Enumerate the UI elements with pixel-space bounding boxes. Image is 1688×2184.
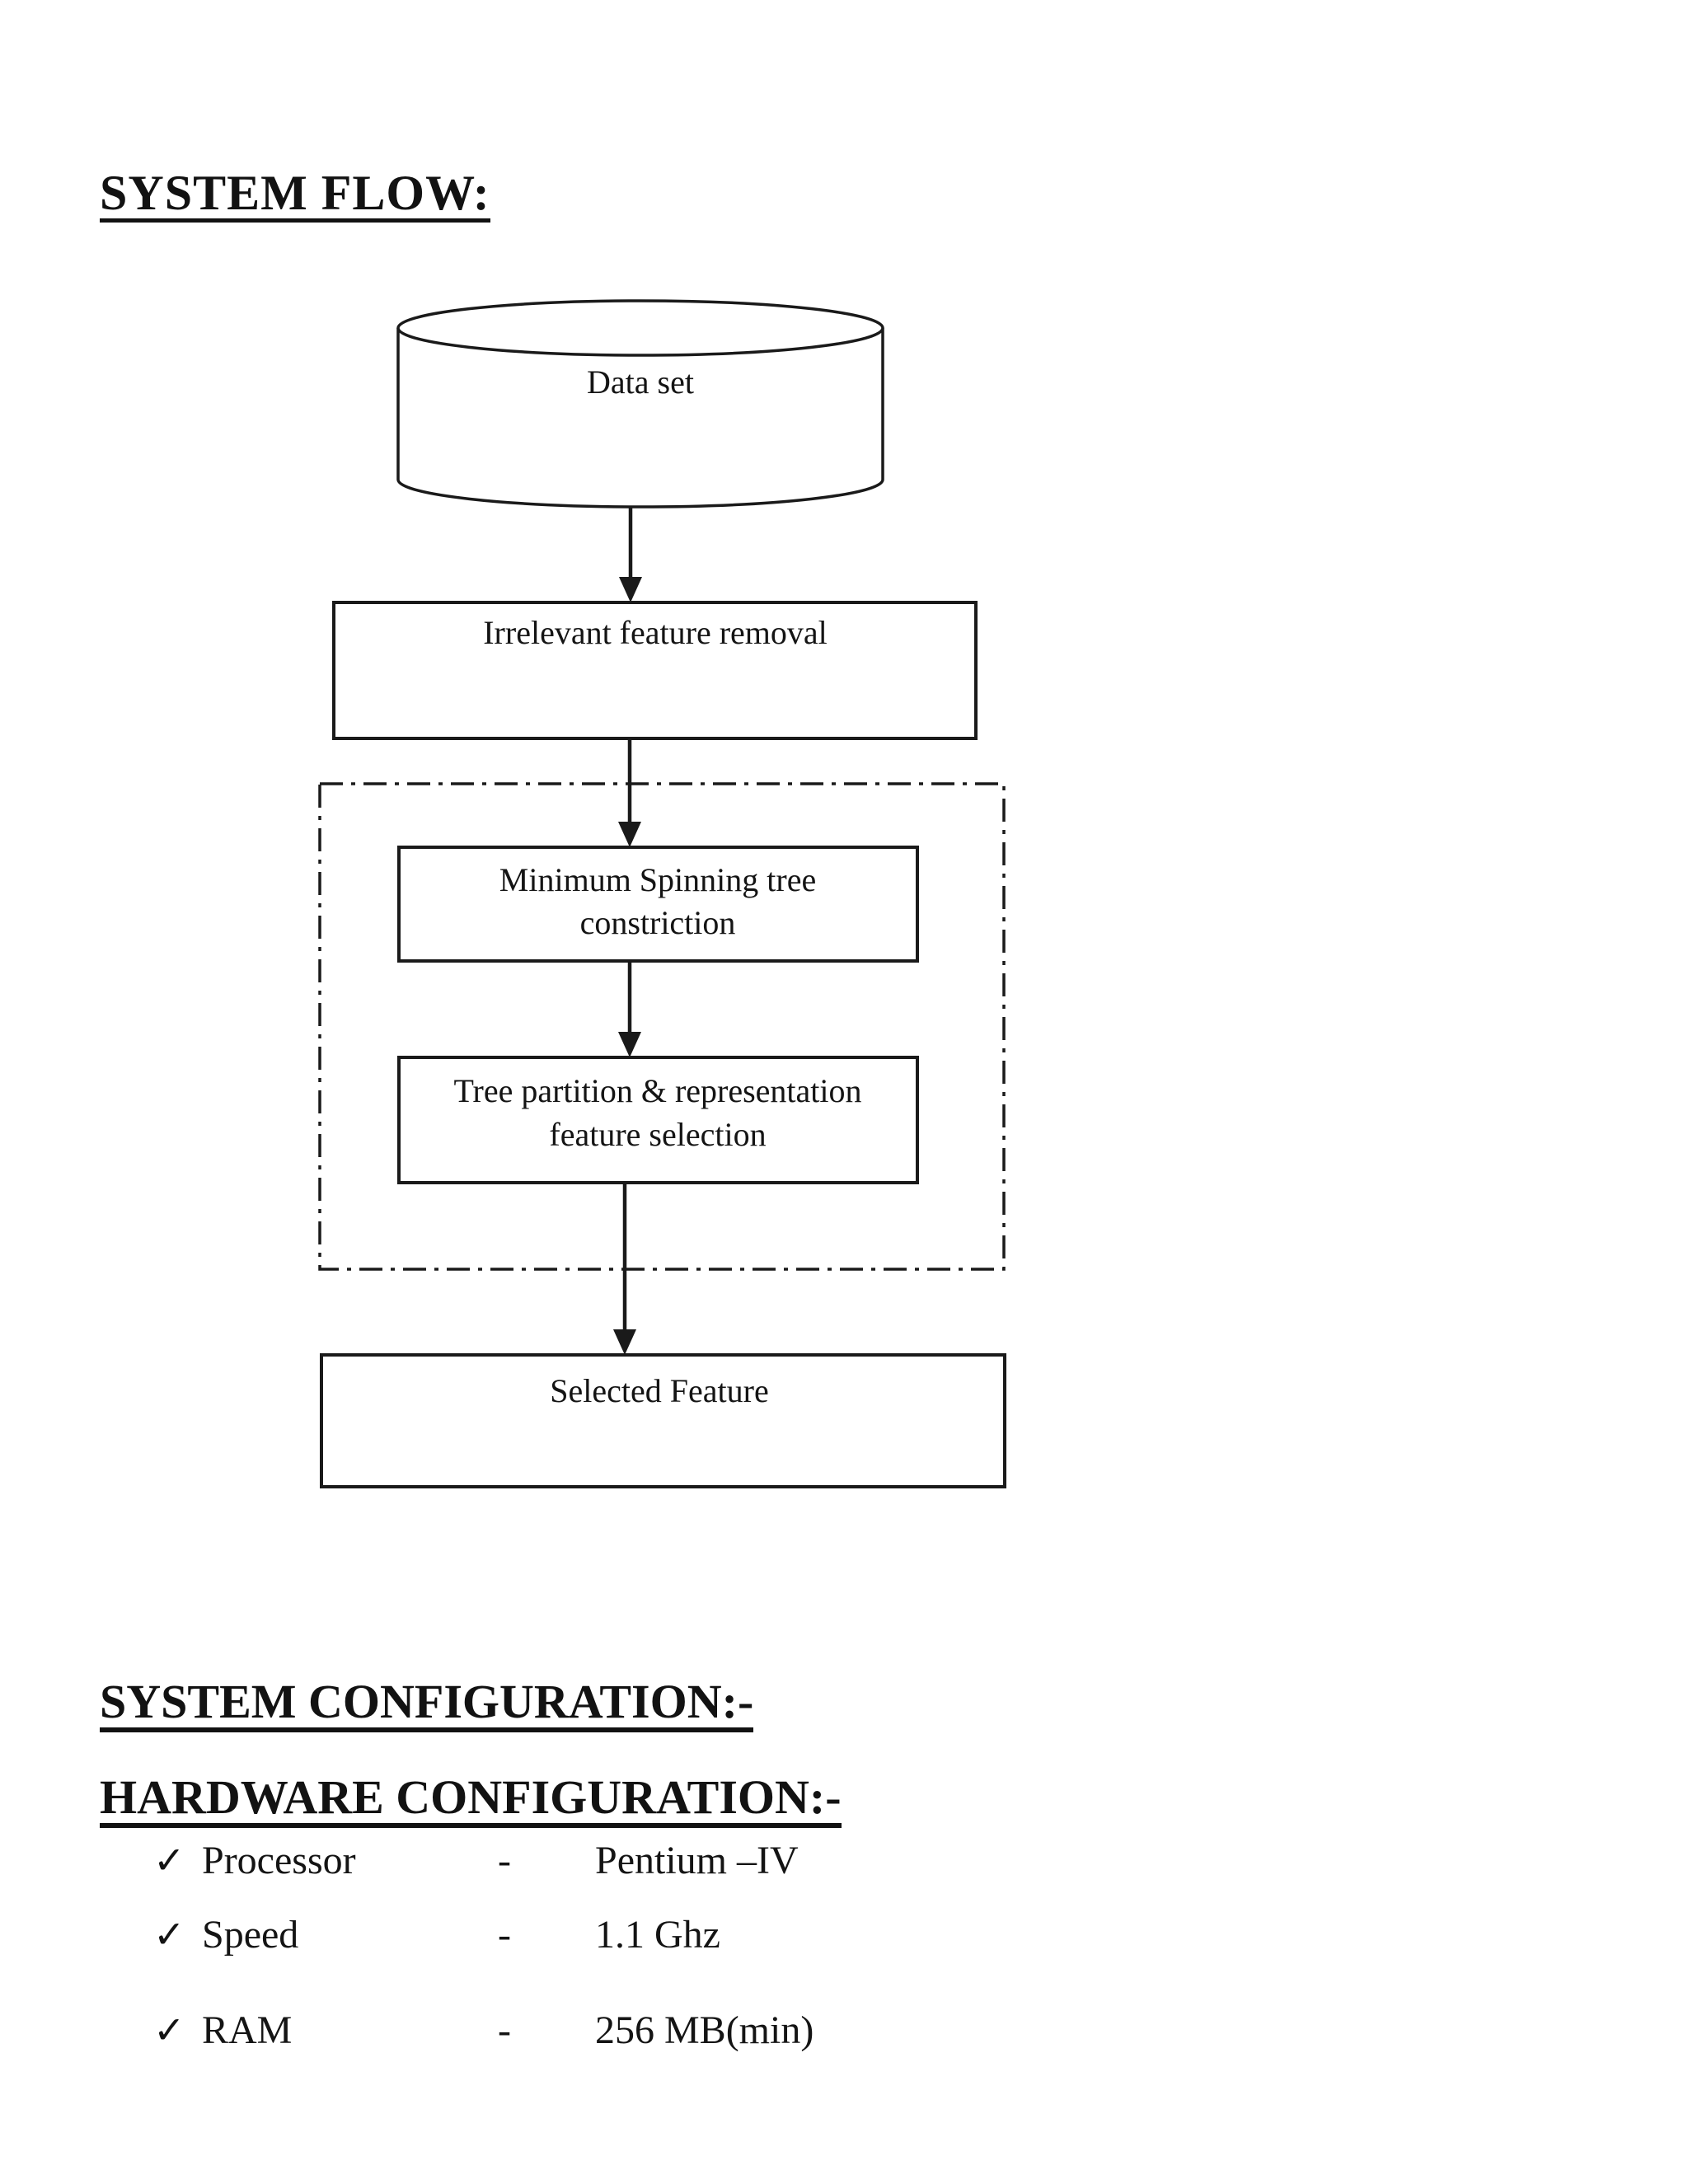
checkmark-icon: ✓ (153, 1840, 185, 1882)
selected-feature-box (320, 1353, 1006, 1488)
tree-partition-box (397, 1056, 919, 1184)
hardware-item-label: Speed (202, 1913, 299, 1957)
system-configuration-heading: SYSTEM CONFIGURATION:- (100, 1678, 754, 1733)
arrow-head-icon (613, 1329, 636, 1355)
selected-feature-label: Selected Feature (550, 1372, 768, 1409)
tree-partition-label-line1: Tree partition & representation (453, 1072, 861, 1109)
hardware-item-value: 1.1 Ghz (595, 1913, 720, 1957)
arrow-head-icon (618, 1032, 641, 1057)
feature-selection-group-border (318, 782, 1006, 1271)
flow-arrow-mst-to-tree (618, 961, 641, 1057)
hardware-configuration-heading: HARDWARE CONFIGURATION:- (100, 1774, 842, 1829)
arrow-head-icon (618, 822, 641, 847)
mst-construction-label-line2: constriction (580, 904, 736, 941)
mst-construction-label-line1: Minimum Spinning tree (499, 861, 816, 898)
arrow-head-icon (619, 577, 642, 602)
hardware-item-label: Processor (202, 1839, 356, 1882)
flow-arrow-removal-to-mst (618, 738, 641, 847)
dataset-cylinder-body (396, 328, 884, 509)
hardware-list-item-processor: ✓ Processor - Pentium –IV (153, 1841, 799, 1881)
dataset-label: Data set (587, 363, 694, 401)
hardware-item-value: 256 MB(min) (595, 2008, 814, 2052)
hardware-item-label: RAM (202, 2008, 293, 2052)
hardware-item-separator: - (498, 1839, 511, 1882)
irrelevant-removal-label: Irrelevant feature removal (483, 614, 828, 651)
checkmark-icon: ✓ (153, 1914, 185, 1956)
flow-arrow-dataset-to-removal (619, 507, 642, 602)
irrelevant-removal-box (332, 601, 978, 740)
irrelevant-removal-node: Irrelevant feature removal (332, 601, 978, 740)
mst-construction-node: Minimum Spinning tree constriction (397, 846, 919, 963)
hardware-list-item-ram: ✓ RAM - 256 MB(min) (153, 2011, 814, 2050)
dataset-cylinder-top (396, 299, 884, 357)
hardware-item-separator: - (498, 1913, 511, 1957)
selected-feature-node: Selected Feature (320, 1353, 1006, 1488)
hardware-item-value: Pentium –IV (595, 1839, 799, 1882)
dataset-cylinder: Data set (396, 299, 884, 509)
hardware-list-item-speed: ✓ Speed - 1.1 Ghz (153, 1915, 720, 1955)
flow-arrow-tree-to-selected (613, 1183, 636, 1355)
tree-partition-node: Tree partition & representation feature … (397, 1056, 919, 1184)
mst-construction-box (397, 846, 919, 963)
page-title: SYSTEM FLOW: (100, 168, 490, 223)
hardware-item-separator: - (498, 2008, 511, 2052)
tree-partition-label-line2: feature selection (549, 1116, 766, 1153)
checkmark-icon: ✓ (153, 2009, 185, 2051)
